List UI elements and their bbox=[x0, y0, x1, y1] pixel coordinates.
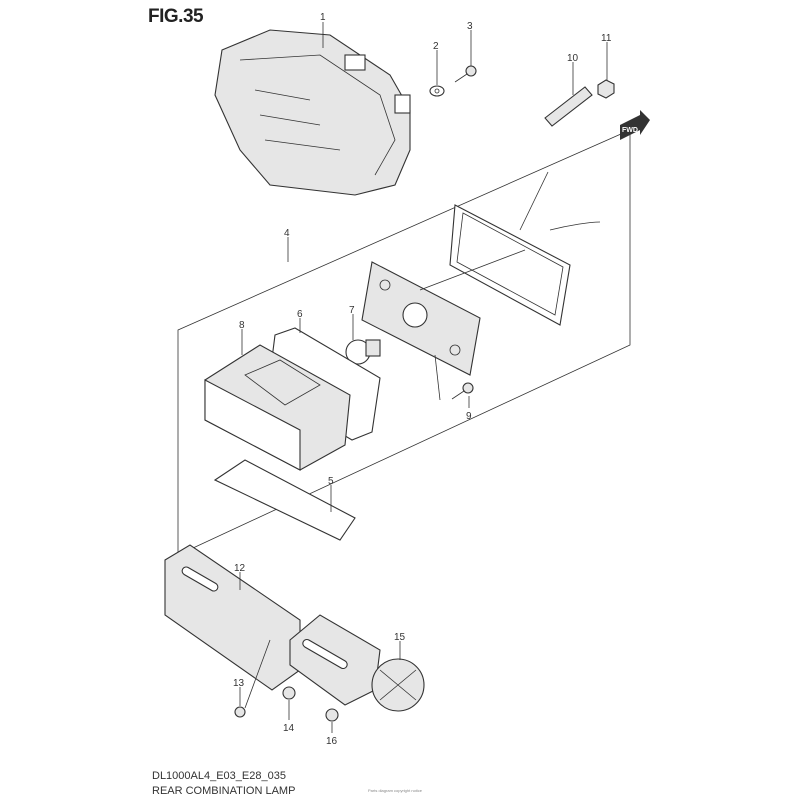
part-7-bulb[interactable] bbox=[345, 339, 381, 365]
fwd-label: FWD bbox=[622, 127, 638, 134]
callout-9: 9 bbox=[466, 411, 472, 422]
callout-numbers: 1 2 3 4 5 6 7 8 9 10 11 12 13 14 15 16 bbox=[233, 12, 612, 747]
callout-13: 13 bbox=[233, 678, 245, 689]
fwd-arrow-badge: FWD bbox=[620, 110, 650, 140]
part-14-nut[interactable] bbox=[282, 686, 296, 700]
model-code: DL1000AL4_E03_E28_035 bbox=[152, 770, 286, 782]
part-5-lens-cover[interactable] bbox=[213, 459, 356, 541]
part-8-lens[interactable] bbox=[204, 344, 351, 471]
diagram-title: REAR COMBINATION LAMP bbox=[152, 785, 296, 797]
part-10-spacer[interactable] bbox=[544, 86, 593, 127]
callout-7: 7 bbox=[349, 305, 355, 316]
part-11-nut[interactable] bbox=[597, 79, 615, 99]
figure-title: FIG.35 bbox=[148, 6, 204, 27]
callout-12: 12 bbox=[234, 563, 246, 574]
part-3-screw[interactable] bbox=[454, 65, 477, 83]
part-2-washer[interactable] bbox=[429, 85, 445, 97]
copyright-notice: Parts diagram copyright notice bbox=[368, 788, 423, 793]
callout-3: 3 bbox=[467, 21, 473, 32]
assembly-outline bbox=[177, 129, 631, 556]
part-12-bracket[interactable] bbox=[164, 544, 381, 706]
callout-14: 14 bbox=[283, 723, 295, 734]
callout-5: 5 bbox=[328, 476, 334, 487]
license-bracket-base bbox=[449, 171, 601, 326]
callout-6: 6 bbox=[297, 309, 303, 320]
callout-10: 10 bbox=[567, 53, 579, 64]
callout-16: 16 bbox=[326, 736, 338, 747]
callout-11: 11 bbox=[601, 33, 612, 44]
part-16-nut[interactable] bbox=[325, 708, 339, 722]
callout-2: 2 bbox=[433, 41, 439, 52]
part-1-lamp-housing[interactable] bbox=[214, 29, 411, 196]
callout-15: 15 bbox=[394, 632, 406, 643]
part-13-screw[interactable] bbox=[234, 706, 246, 718]
callout-4: 4 bbox=[284, 228, 290, 239]
part-15-reflector[interactable] bbox=[371, 658, 425, 712]
leader-lines bbox=[239, 22, 608, 733]
part-9-screw[interactable] bbox=[451, 382, 474, 400]
part-socket[interactable] bbox=[361, 249, 526, 401]
callout-8: 8 bbox=[239, 320, 245, 331]
callout-1: 1 bbox=[320, 12, 326, 23]
